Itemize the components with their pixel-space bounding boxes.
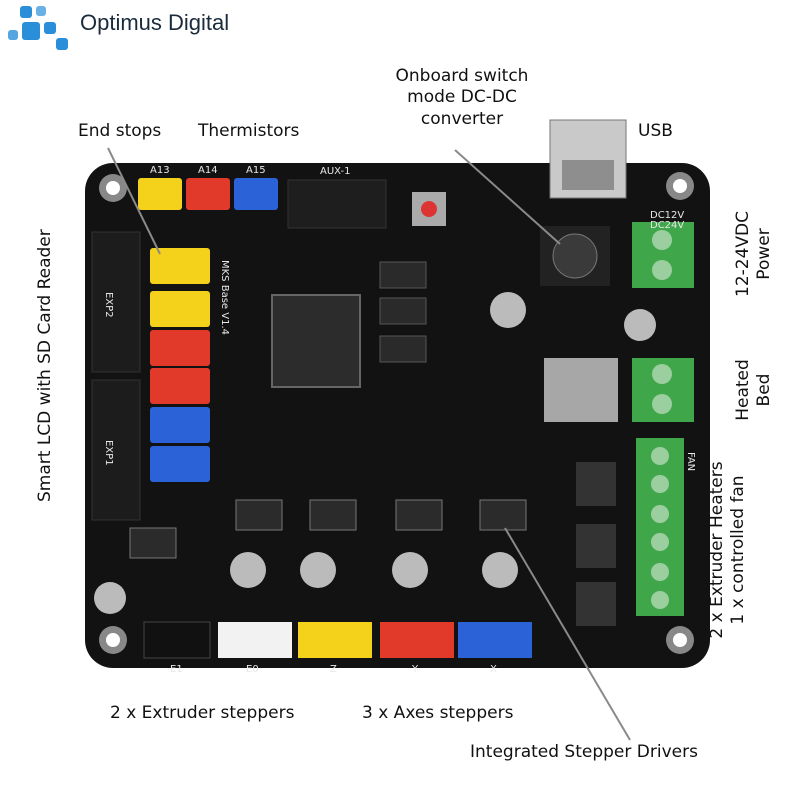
label-heated-bed: Heated Bed	[733, 347, 777, 433]
label-end-stops: End stops	[78, 121, 162, 141]
mcu-chip	[271, 294, 361, 388]
label-power-line2: Power	[754, 228, 775, 280]
label-extruder-steppers: 2 x Extruder steppers	[110, 703, 295, 723]
silk-e0: E0	[246, 664, 259, 675]
silk-fan: FAN	[685, 452, 696, 471]
silk-dc24v: DC24V	[650, 220, 684, 231]
silk-aux1: AUX-1	[320, 166, 350, 177]
label-power: 12-24VDC Power	[733, 199, 777, 309]
exp2-header	[91, 231, 141, 373]
label-dcdc-line3: converter	[420, 108, 504, 129]
label-thermistors: Thermistors	[198, 121, 300, 141]
label-heated-line2: Bed	[754, 373, 775, 407]
silk-exp1: EXP1	[103, 440, 114, 466]
exp1-header	[91, 379, 141, 521]
silk-exp2: EXP2	[103, 292, 114, 318]
thermistor-connectors	[138, 178, 278, 210]
pcb	[85, 163, 710, 668]
label-dcdc-line1: Onboard switch	[395, 66, 529, 86]
label-extruder-line1: 2 x Extruder Heaters	[707, 461, 727, 639]
label-axes-steppers: 3 x Axes steppers	[362, 703, 514, 723]
leader-lines	[107, 147, 631, 741]
silk-e1: E1	[170, 664, 183, 675]
label-usb: USB	[638, 121, 673, 141]
silk-y: Y	[411, 664, 419, 675]
aux1-header	[287, 179, 387, 229]
label-heated-line1: Heated	[733, 359, 753, 421]
bed-mosfet	[544, 358, 618, 422]
silk-z: Z	[330, 664, 337, 675]
label-lcd: Smart LCD with SD Card Reader	[35, 229, 55, 502]
capacitors	[94, 292, 656, 614]
optimus-logo-icon	[0, 0, 72, 54]
mounting-holes	[99, 172, 694, 654]
silk-a13: A13	[150, 165, 170, 176]
silk-a15: A15	[246, 165, 266, 176]
motor-connectors	[143, 621, 532, 659]
silk-dc12v: DC12V	[650, 210, 684, 221]
label-extruder-heaters: 2 x Extruder Heaters 1 x controlled fan	[707, 435, 751, 665]
brand-name: Optimus Digital	[80, 10, 230, 35]
endstop-connectors	[150, 248, 210, 482]
extruder-terminal	[636, 438, 684, 616]
silk-board-model: MKS Base V1.4	[219, 260, 230, 335]
label-stepper-drivers: Integrated Stepper Drivers	[470, 742, 698, 762]
stepper-drivers	[129, 499, 527, 559]
silk-x: X	[490, 664, 497, 675]
label-extruder-line2: 1 x controlled fan	[728, 475, 749, 625]
label-power-line1: 12-24VDC	[733, 211, 753, 297]
silk-a14: A14	[198, 165, 218, 176]
label-dcdc: Onboard switch mode DC-DC converter	[372, 66, 552, 130]
label-dcdc-line2: mode DC-DC	[407, 87, 517, 108]
